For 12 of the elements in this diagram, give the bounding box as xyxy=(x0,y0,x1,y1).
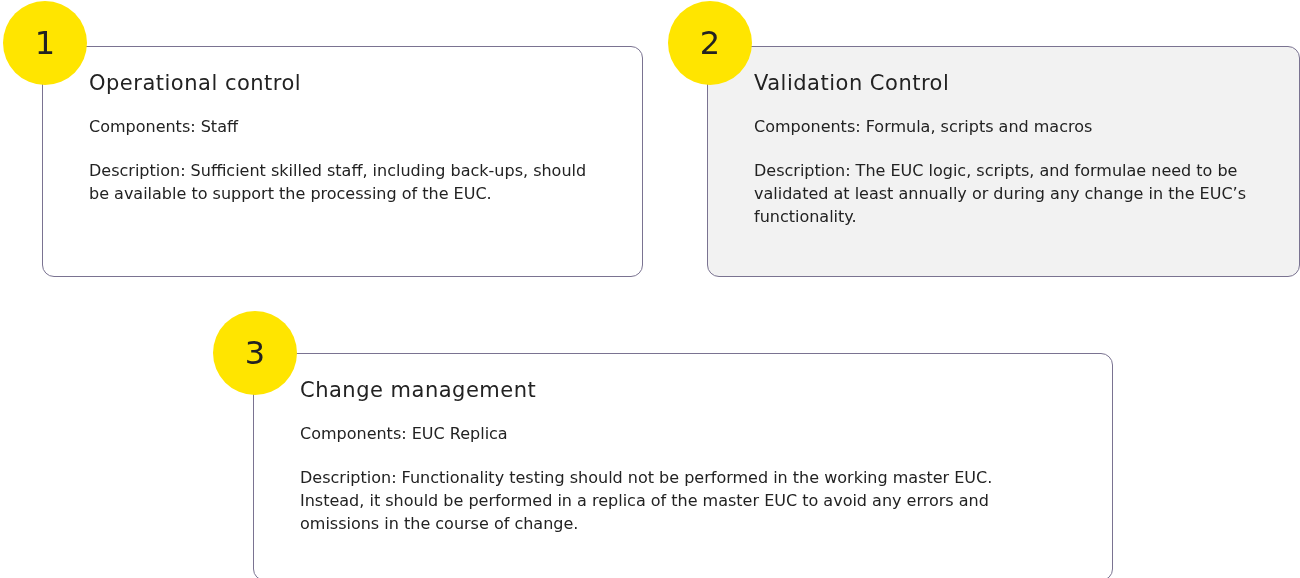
card-title: Validation Control xyxy=(754,71,950,95)
card-title: Change management xyxy=(300,378,537,402)
components-text: Components: Formula, scripts and macros xyxy=(754,117,1093,136)
components-text: Components: EUC Replica xyxy=(300,424,508,443)
description-text: Description: The EUC logic, scripts, and formulae need to be validated at least annually or during any change in the EUC’s functionality. xyxy=(754,160,1247,228)
step-number: 3 xyxy=(213,311,297,395)
step-number: 1 xyxy=(3,1,87,85)
step-number: 2 xyxy=(668,1,752,85)
description-text: Description: Sufficient skilled staff, including back-ups, should be available to support the processing of the EUC. xyxy=(89,160,588,205)
components-text: Components: Staff xyxy=(89,117,238,136)
card-title: Operational control xyxy=(89,71,302,95)
description-text: Description: Functionality testing should not be performed in the working master EUC. Instead, it should be performed in a replica of the master EUC to avoid any errors and omissions in the course of change. xyxy=(300,467,994,535)
